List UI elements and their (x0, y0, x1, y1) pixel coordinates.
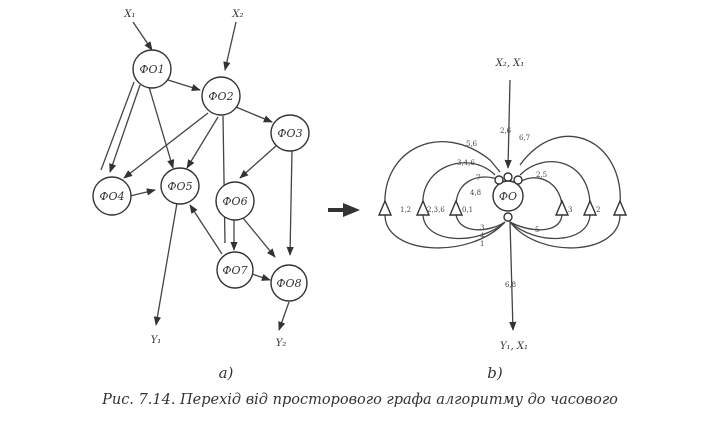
edge-fo2-fo7 (222, 115, 226, 244)
port-top-left (494, 175, 504, 185)
loop-right-mid (519, 161, 591, 207)
edge-fo7-fo8 (251, 273, 271, 281)
edge-fo4-fo5 (129, 188, 156, 197)
edge-fo2-fo3 (235, 106, 273, 123)
edge-output (509, 220, 517, 331)
edge-x2-fo2 (223, 21, 237, 71)
port-top-center (503, 172, 513, 182)
loop-left-bottom-outer (384, 214, 506, 249)
loop-right-inner (519, 177, 563, 207)
loop-label-6: 2,6 (500, 127, 512, 135)
port-bottom (503, 212, 513, 222)
loop-right-bottom-outer (509, 214, 621, 249)
transition-arrow (328, 203, 360, 217)
loop-left-bottom-mid (422, 214, 506, 240)
delay-left-outer (377, 199, 393, 216)
loop-right-outer (519, 135, 621, 207)
loop-right-bottom-mid (509, 214, 591, 240)
node-fo2-label: ФО2 (208, 90, 233, 103)
figure-caption: Рис. 7.14. Перехід від просторового граф… (101, 392, 618, 408)
panel-b-output-label: Y₁, X₁ (500, 341, 528, 352)
node-fo6-label: ФО6 (222, 195, 247, 208)
delay-left-mid (415, 199, 431, 216)
edge-fo1-fo5 (148, 86, 175, 169)
port-top-right (513, 175, 523, 185)
node-fo4 (92, 176, 132, 216)
loop-left-bottom-inner (455, 214, 506, 231)
delay-right-outer (612, 199, 628, 216)
delay-right-mid (582, 199, 598, 216)
panel-a-label: a) (219, 364, 234, 382)
output-y1-label: Y₁ (151, 335, 162, 346)
node-fo3-label: ФО3 (277, 127, 302, 140)
loop-label-15: 1 (480, 240, 484, 248)
node-fo2 (201, 76, 241, 116)
input-x1-label: X₁ (123, 9, 135, 20)
edge-fo7-fo5 (189, 204, 223, 255)
loop-label-13: 3 (480, 224, 484, 232)
loop-label-10: 0,1 (462, 206, 473, 214)
loop-right-bottom-inner (509, 214, 563, 231)
node-fo7-label: ФО7 (222, 264, 247, 277)
panel-a-graph: ФО1 ФО2 ФО3 ФО4 ФО5 ФО6 ФО7 ФО8 X₁ X₂ Y₁… (92, 9, 310, 382)
loop-label-3: 3,4,6 (457, 159, 475, 167)
loop-label-5: 4,8 (470, 189, 481, 197)
node-fo-central-label: ФО (499, 190, 517, 203)
loop-left-mid (422, 162, 496, 207)
loop-label-4: 7 (476, 174, 480, 182)
node-fo7 (216, 251, 254, 289)
input-x2-label: X₂ (231, 9, 243, 20)
node-fo8 (270, 264, 308, 302)
loop-label-11: 3 (568, 206, 572, 214)
node-fo3 (270, 114, 310, 152)
edge-fo1-fo2 (167, 79, 201, 92)
edge-x1-fo1 (132, 21, 153, 51)
edge-fo1-fo4 (109, 84, 141, 173)
edge-fo1-y1 (100, 81, 135, 171)
edge-fo2-fo5 (186, 116, 219, 169)
edge-fo8-y2 (278, 301, 290, 331)
edge-fo5-y1 (153, 202, 178, 326)
node-fo1 (132, 49, 172, 89)
edge-fo3-fo6 (239, 144, 278, 179)
loop-left-outer (384, 141, 501, 207)
loop-label-16: 5 (535, 226, 539, 234)
edge-fo2-fo4 (123, 112, 209, 179)
loop-label-17: 6,8 (505, 281, 516, 289)
edge-input (504, 79, 512, 169)
edge-fo3-fo8 (286, 149, 294, 256)
panel-b-input-label: X₂, X₁ (495, 58, 525, 69)
node-fo6 (215, 181, 255, 221)
edge-fo6-fo8 (242, 217, 276, 258)
loop-label-8: 2,5 (536, 171, 547, 179)
delay-left-inner (448, 199, 464, 216)
panel-b-graph: ФО 1,2 5,6 3,4,6 7 4,8 2,6 6,7 2,5 2,3,6… (377, 58, 628, 382)
node-fo4-label: ФО4 (99, 190, 124, 203)
loop-label-14: 4 (480, 232, 485, 240)
loop-label-12: 2 (596, 206, 600, 214)
node-fo1-label: ФО1 (139, 63, 164, 76)
loop-label-2: 5,6 (466, 140, 478, 148)
node-fo8-label: ФО8 (276, 277, 301, 290)
delay-right-inner (554, 199, 570, 216)
output-y2-label: Y₂ (276, 338, 287, 349)
node-fo5 (160, 167, 200, 205)
panel-b-label: b) (487, 364, 503, 382)
node-fo5-label: ФО5 (167, 180, 192, 193)
loop-label-9: 2,3,6 (427, 206, 445, 214)
loop-label-7: 6,7 (519, 134, 530, 142)
loop-label-1: 1,2 (400, 206, 411, 214)
loop-left-inner (455, 176, 501, 207)
